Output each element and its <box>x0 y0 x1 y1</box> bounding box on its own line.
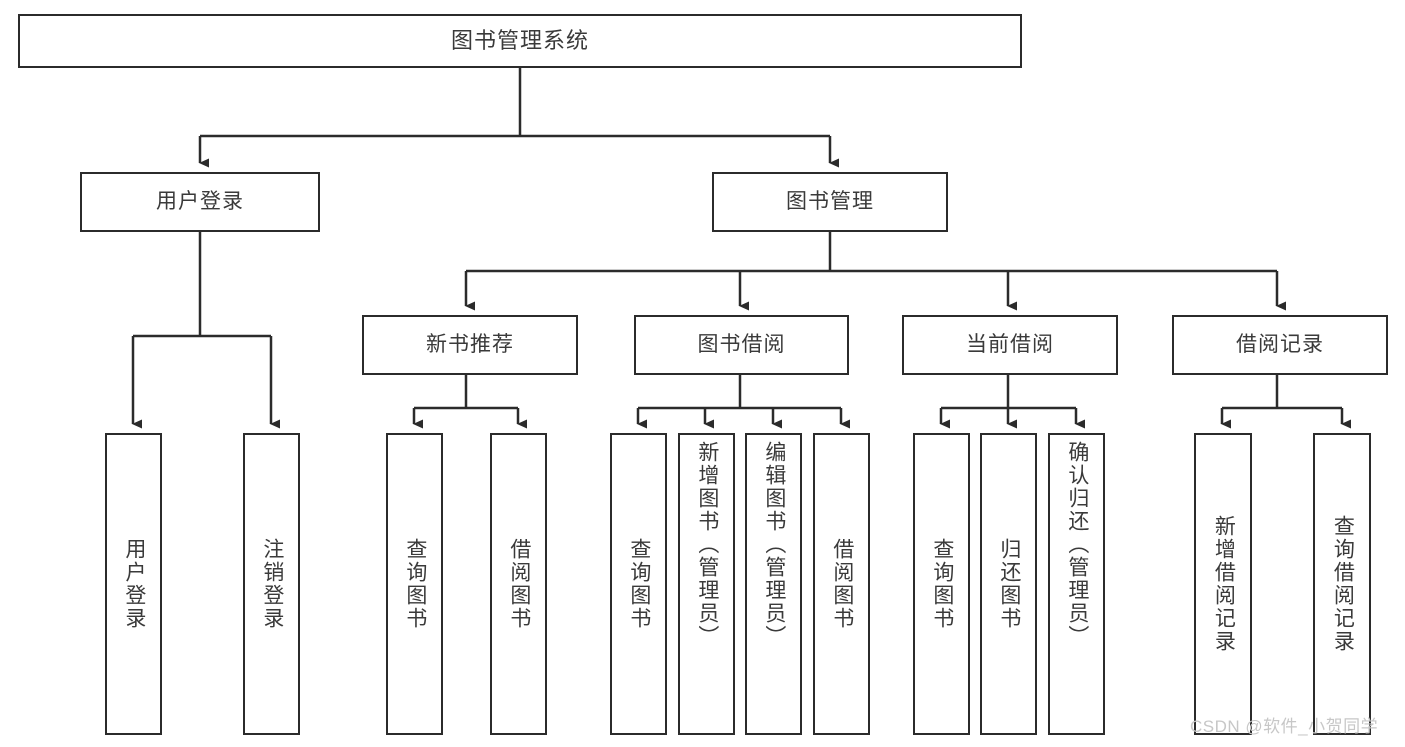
node-book-borrow[interactable]: 图书借阅 <box>634 315 849 375</box>
node-label: 用户登录 <box>122 538 146 630</box>
node-label: 查询图书 <box>403 538 427 630</box>
node-label: 注销登录 <box>260 538 284 630</box>
node-label: 图书借阅 <box>697 332 786 356</box>
node-label: 用户登录 <box>156 189 244 213</box>
node-label: 归还图书 <box>997 538 1021 630</box>
node-label: 当前借阅 <box>966 332 1054 356</box>
leaf-user-login-logout[interactable]: 注销登录 <box>243 433 300 735</box>
node-new-book-recommend[interactable]: 新书推荐 <box>362 315 578 375</box>
leaf-current-query-book[interactable]: 查询图书 <box>913 433 970 735</box>
leaf-record-add-record[interactable]: 新增借阅记录 <box>1194 433 1252 735</box>
node-label: 查询借阅记录 <box>1331 515 1355 653</box>
leaf-borrow-add-book[interactable]: 新增图书（管理员） <box>678 433 735 735</box>
node-label: 借阅图书 <box>830 538 854 630</box>
node-current-borrow[interactable]: 当前借阅 <box>902 315 1118 375</box>
leaf-borrow-edit-book[interactable]: 编辑图书（管理员） <box>745 433 802 735</box>
node-label: 新增图书（管理员） <box>695 441 719 648</box>
node-label: 借阅记录 <box>1236 332 1324 356</box>
leaf-current-confirm-return[interactable]: 确认归还（管理员） <box>1048 433 1105 735</box>
node-label: 新书推荐 <box>426 332 514 356</box>
leaf-record-query-record[interactable]: 查询借阅记录 <box>1313 433 1371 735</box>
node-label: 图书管理系统 <box>450 28 589 54</box>
leaf-borrow-borrow-book[interactable]: 借阅图书 <box>813 433 870 735</box>
node-label: 借阅图书 <box>507 538 531 630</box>
node-label: 查询图书 <box>627 538 651 630</box>
leaf-user-login-login[interactable]: 用户登录 <box>105 433 162 735</box>
node-label: 图书管理 <box>786 189 874 213</box>
leaf-borrow-query-book[interactable]: 查询图书 <box>610 433 667 735</box>
node-user-login[interactable]: 用户登录 <box>80 172 320 232</box>
leaf-current-return-book[interactable]: 归还图书 <box>980 433 1037 735</box>
node-borrow-record[interactable]: 借阅记录 <box>1172 315 1388 375</box>
leaf-new-book-query[interactable]: 查询图书 <box>386 433 443 735</box>
watermark: CSDN @软件_小贺同学 <box>1190 717 1379 736</box>
node-label: 编辑图书（管理员） <box>762 441 786 648</box>
leaf-new-book-borrow[interactable]: 借阅图书 <box>490 433 547 735</box>
node-label: 查询图书 <box>930 538 954 630</box>
node-root-system[interactable]: 图书管理系统 <box>18 14 1022 68</box>
node-label: 确认归还（管理员） <box>1065 441 1089 648</box>
node-book-management[interactable]: 图书管理 <box>712 172 948 232</box>
node-label: 新增借阅记录 <box>1212 515 1236 653</box>
